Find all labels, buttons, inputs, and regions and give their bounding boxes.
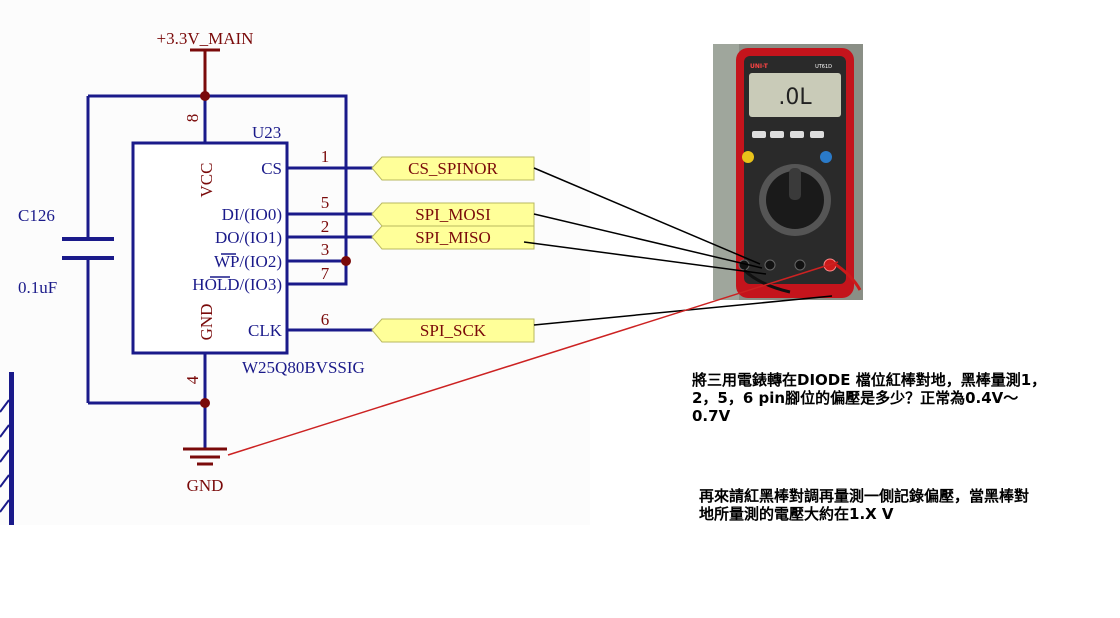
pin-number-2: 2	[321, 217, 330, 236]
net-label-spi-miso: SPI_MISO	[415, 228, 491, 247]
junction-wp-hold	[341, 256, 351, 266]
blue-button	[820, 151, 832, 163]
multimeter-display-reading: .0L	[778, 85, 812, 110]
power-net-label: +3.3V_MAIN	[157, 29, 254, 48]
instruction-note-2: 再來請紅黑棒對調再量測一側記錄偏壓，當黑棒對地所量測的電壓大約在1.X V	[699, 487, 1030, 523]
net-label-cs-spinor: CS_SPINOR	[408, 159, 498, 178]
instruction-note-1: 將三用電錶轉在DIODE 檔位紅棒對地，黑棒量測1，2，5，6 pin腳位的偏壓…	[692, 371, 1047, 425]
pin-name-do: DO/(IO1)	[215, 228, 282, 247]
yellow-button	[742, 151, 754, 163]
junction-power	[200, 91, 210, 101]
capacitor-ref: C126	[18, 206, 55, 225]
chassis-hatch	[0, 372, 14, 525]
pin-name-wp: WP/(IO2)	[214, 252, 282, 271]
power-symbol: +3.3V_MAIN	[157, 29, 254, 96]
multimeter-model: UT61D	[815, 64, 832, 70]
pin-number-7: 7	[321, 264, 330, 283]
input-jack-2	[764, 259, 776, 271]
input-jack-3	[794, 259, 806, 271]
net-label-spi-mosi: SPI_MOSI	[415, 205, 491, 224]
net-label-miso-shape	[371, 225, 535, 250]
multimeter-brand: UNI-T	[750, 63, 769, 70]
capacitor-c126: C126 0.1uF	[18, 206, 114, 297]
chip-u23: U23 W25Q80BVSSIG VCC GND 8 4 CS DI/(IO0)…	[131, 114, 365, 384]
pin-number-3: 3	[321, 240, 330, 259]
vcc-pin-number: 8	[183, 114, 202, 123]
pin-number-6: 6	[321, 310, 330, 329]
pin-number-5: 5	[321, 193, 330, 212]
net-label-sck-shape	[371, 318, 535, 343]
pin-number-1: 1	[321, 147, 330, 166]
junction-ground	[200, 398, 210, 408]
ground-symbol: GND	[183, 447, 227, 495]
pin-name-di: DI/(IO0)	[222, 205, 282, 224]
chip-gnd-label: GND	[197, 304, 216, 341]
multimeter-screen	[749, 73, 841, 117]
capacitor-value: 0.1uF	[18, 278, 57, 297]
pin-name-clk: CLK	[248, 321, 283, 340]
multimeter-photo: UNI-T UT61D .0L	[713, 44, 863, 300]
gnd-pin-number: 4	[183, 375, 202, 384]
net-labels: CS_SPINOR SPI_MOSI SPI_MISO SPI_SCK	[371, 156, 535, 343]
net-label-spi-sck: SPI_SCK	[420, 321, 487, 340]
chip-part-number: W25Q80BVSSIG	[242, 358, 365, 377]
chip-vcc-label: VCC	[197, 163, 216, 198]
pin-name-cs: CS	[261, 159, 282, 178]
probe-lines	[227, 167, 839, 456]
pin-name-hold: HOLD/(IO3)	[192, 275, 282, 294]
ground-net-label: GND	[187, 476, 224, 495]
chip-ref: U23	[252, 123, 281, 142]
